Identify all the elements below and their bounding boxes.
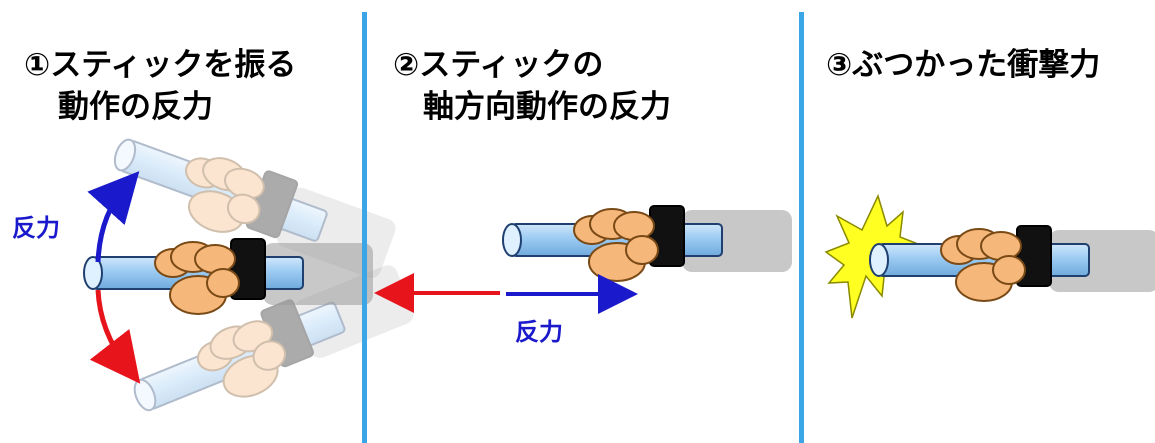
panel1-reaction-label: 反力	[12, 214, 60, 242]
panel1-title-line1: ①スティックを振る	[24, 47, 297, 83]
swing-arc-arrow	[89, 289, 141, 384]
hand-holding-stick-icon	[869, 225, 1155, 302]
panel1-title-line2: 動作の反力	[58, 89, 213, 125]
reaction-arc-arrow	[87, 171, 140, 263]
panel-divider	[799, 12, 804, 443]
panel2-title-line2: 軸方向動作の反力	[423, 89, 671, 125]
hand-holding-stick-icon	[83, 238, 374, 315]
panel3-title: ③ぶつかった衝撃力	[826, 47, 1101, 83]
panel-divider	[362, 12, 367, 443]
panel2-reaction-label: 反力	[515, 318, 563, 346]
panel2-title-line1: ②スティックの	[393, 47, 604, 83]
hand-holding-stick-icon	[502, 205, 793, 282]
